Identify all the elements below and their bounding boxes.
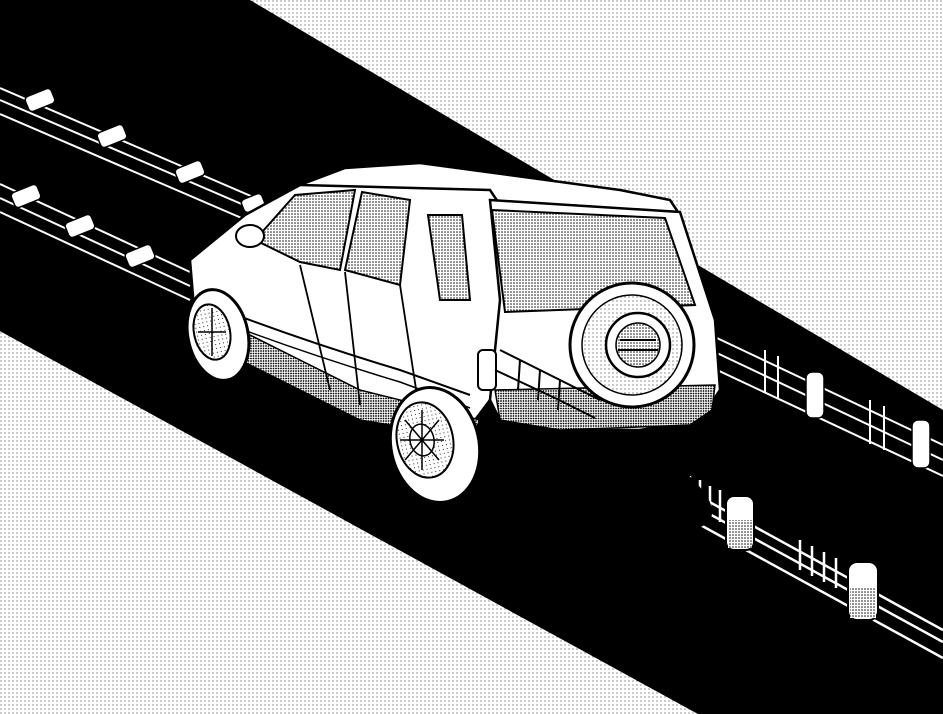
- side-mirror: [235, 224, 265, 248]
- window-rear-side: [343, 190, 412, 287]
- curb-marker: [725, 495, 755, 551]
- window-quarter: [426, 214, 472, 301]
- front-wheel: [185, 288, 251, 382]
- spare-tire-icon: [568, 281, 696, 409]
- curb-markers-far: [805, 371, 931, 469]
- curb-marker: [847, 561, 879, 621]
- vehicle-roof: [299, 161, 683, 217]
- window-front-side: [253, 188, 357, 272]
- tail-light: [477, 349, 497, 391]
- curb-markers-left-lower: [10, 183, 156, 269]
- rear-wheel: [388, 386, 482, 504]
- road-edge-left: [0, 329, 701, 714]
- rear-rack: [494, 349, 601, 419]
- suv-vehicle: [185, 161, 722, 533]
